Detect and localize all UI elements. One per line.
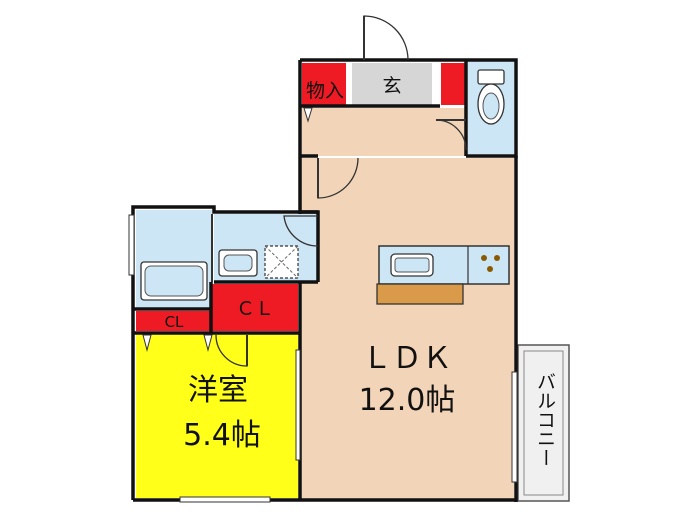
kitchen-sink-basin (394, 257, 430, 273)
balcony-label: バルコニー (534, 372, 556, 467)
toilet-seat (482, 92, 500, 120)
wash-basin-bowl (223, 254, 253, 272)
ldk-size-label: 12.0帖 (359, 383, 456, 418)
closet-door-mark (303, 107, 313, 123)
washing-machine-pan-cross (264, 245, 299, 279)
entrance-label: 玄 (382, 75, 401, 97)
small-closet (136, 311, 210, 331)
entrance (352, 63, 432, 105)
ldk-door-swing (317, 157, 359, 199)
main-closet (212, 284, 298, 331)
western-name-label: 洋室 (188, 373, 248, 408)
kitchen-bar-counter (376, 283, 464, 305)
bathtub-basin (144, 265, 204, 297)
closet-door-mark (142, 334, 152, 352)
front-door-swing (363, 15, 409, 61)
toilet-tank (477, 69, 505, 85)
ldk-name-label: ＬＤＫ (362, 341, 452, 376)
balcony-inner (523, 350, 564, 496)
stove-burner (481, 255, 487, 261)
window (179, 496, 271, 503)
stove-burner (487, 266, 493, 272)
washroom-door-swing (283, 215, 319, 247)
western-room (136, 333, 298, 498)
wall-upper-block (300, 58, 518, 158)
storage-label: 物入 (306, 80, 344, 102)
entrance-shoe-closet (441, 63, 466, 105)
storage-closet (302, 63, 346, 105)
window (128, 214, 135, 276)
bedroom-door-swing (215, 334, 248, 367)
main-closet-label: ＣＬ (236, 298, 274, 320)
stove-burner (494, 255, 500, 261)
closet-door-mark (203, 334, 213, 352)
window (511, 371, 518, 483)
ldk-main-area (300, 158, 514, 500)
hallway (302, 108, 466, 156)
window (295, 349, 301, 461)
small-closet-label: CL (165, 313, 184, 331)
western-size-label: 5.4帖 (183, 418, 261, 453)
balcony (517, 344, 570, 502)
